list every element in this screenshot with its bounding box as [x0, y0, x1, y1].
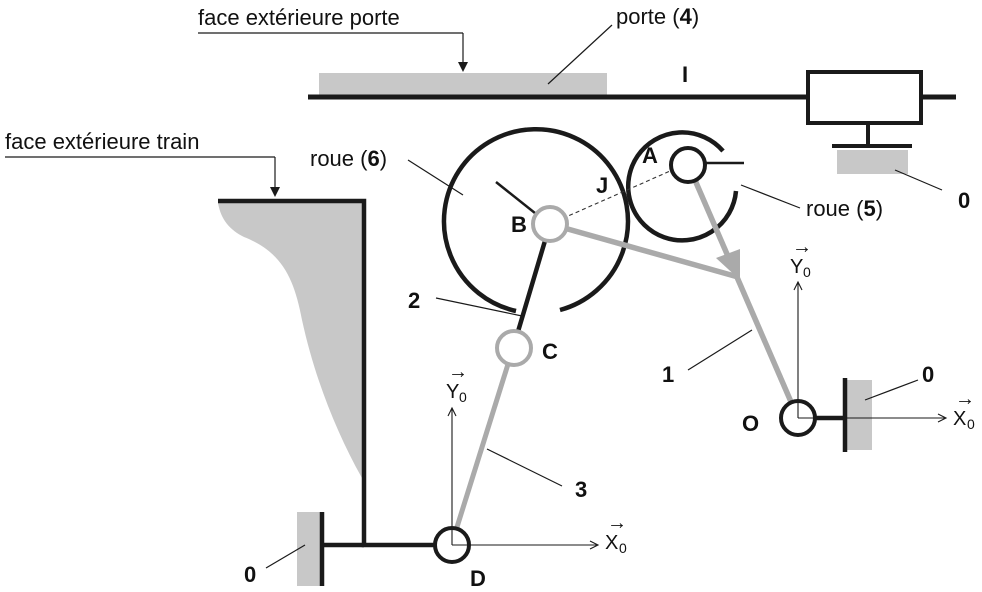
label-point-A: A	[642, 143, 658, 168]
leader-roue5	[740, 184, 801, 209]
axis-letter-Y0-D: Y	[446, 381, 459, 403]
label-ground-0-right: 0	[922, 362, 934, 387]
label-porte: porte (4)	[616, 4, 699, 29]
axis-label-Y0-D: → Y 0	[446, 361, 468, 405]
leader-0-top	[894, 169, 943, 191]
leader-0-left	[265, 544, 306, 569]
axis-sub-Y0-D: 0	[459, 389, 467, 405]
leader-0-right	[864, 379, 919, 401]
axis-letter-Y0-O: Y	[790, 256, 803, 278]
axis-x-O-arrowhead	[937, 413, 948, 423]
ground-hatch-D	[297, 512, 323, 586]
axis-y-D-arrowhead	[447, 406, 457, 417]
label-part-1: 1	[662, 362, 674, 387]
label-part-2: 2	[408, 288, 420, 313]
label-roue6: roue (6)	[310, 146, 387, 171]
label-part-3: 3	[575, 477, 587, 502]
label-point-I: I	[682, 62, 688, 87]
label-point-B: B	[511, 212, 527, 237]
leader-roue6	[407, 159, 464, 196]
axis-arrow-X0-O: →	[955, 388, 975, 410]
leader-3	[486, 448, 563, 487]
label-roue5: roue (5)	[806, 196, 883, 221]
train-body-fill	[218, 203, 362, 478]
link-2	[511, 223, 553, 346]
door-actuator-body	[806, 70, 923, 125]
line-BA-dashed	[549, 163, 687, 225]
ground-hatch-O	[845, 380, 872, 450]
axis-arrow-Y0-O: →	[792, 236, 812, 258]
axis-y-O-arrowhead	[793, 280, 803, 291]
label-face-porte: face extérieure porte	[198, 5, 400, 30]
axis-letter-X0-O: X	[953, 408, 966, 430]
leader-2	[435, 297, 523, 317]
link-1-arm	[685, 162, 801, 420]
leader-porte	[547, 24, 613, 85]
leader-1	[687, 329, 753, 371]
leader-face-train-arrowhead	[270, 187, 280, 197]
joint-C	[495, 329, 533, 367]
axis-sub-Y0-O: 0	[803, 264, 811, 280]
joint-B	[531, 205, 569, 243]
axis-letter-X0-D: X	[605, 532, 618, 554]
axes-D	[447, 406, 600, 550]
axes-O	[793, 280, 948, 423]
axis-label-X0-O: → X 0	[953, 388, 975, 432]
axis-label-X0-D: → X 0	[605, 512, 627, 556]
label-face-train: face extérieure train	[5, 129, 199, 154]
door-face-fill	[319, 73, 607, 95]
label-point-C: C	[542, 339, 558, 364]
wheel-6	[441, 126, 631, 314]
label-point-D: D	[470, 566, 486, 591]
label-point-J: J	[596, 173, 608, 198]
leader-face-porte-arrowhead	[458, 62, 468, 72]
axis-sub-X0-D: 0	[619, 540, 627, 556]
link-1-gusset	[716, 249, 740, 280]
axis-arrow-Y0-D: →	[448, 361, 468, 383]
axis-x-D-arrowhead	[589, 540, 600, 550]
label-point-O: O	[742, 411, 759, 436]
train-wall	[218, 198, 446, 548]
link-1-branch	[549, 221, 739, 280]
label-ground-0-left: 0	[244, 562, 256, 587]
label-ground-0-top: 0	[958, 188, 970, 213]
axis-label-Y0-O: → Y 0	[790, 236, 812, 280]
joint-A	[669, 146, 707, 184]
axis-arrow-X0-D: →	[607, 512, 627, 534]
link-3	[449, 344, 517, 544]
axis-sub-X0-O: 0	[967, 416, 975, 432]
